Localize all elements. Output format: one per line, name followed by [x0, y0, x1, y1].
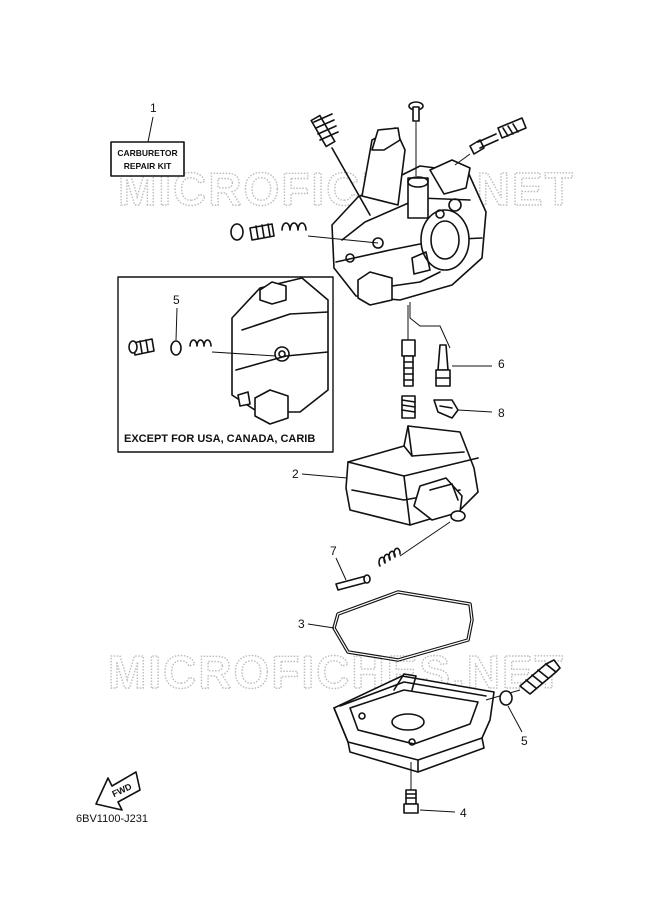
callout-5-inset: 5 — [173, 293, 180, 307]
float-spring — [378, 547, 401, 567]
callout-5-bowl: 5 — [521, 734, 528, 748]
callout-6: 6 — [498, 357, 505, 371]
bowl-o-ring — [499, 690, 513, 706]
callout-3: 3 — [298, 617, 305, 631]
float — [345, 425, 479, 526]
callout-1: 1 — [150, 101, 157, 115]
inset-o-ring — [170, 340, 182, 356]
callout-4: 4 — [460, 806, 467, 820]
carburetor-repair-kit-label: CARBURETOR REPAIR KIT — [110, 141, 185, 177]
inset-box: EXCEPT FOR USA, CANADA, CARIB — [117, 276, 334, 453]
float-chamber — [333, 673, 495, 773]
main-jet-assembly — [401, 339, 416, 419]
drain-bolt — [403, 789, 419, 814]
carburetor-body — [331, 127, 487, 306]
clip — [433, 399, 459, 419]
top-screw — [408, 101, 424, 176]
repair-kit-line1: CARBURETOR — [117, 148, 177, 158]
float-pin — [335, 574, 371, 591]
callout-7: 7 — [330, 544, 337, 558]
repair-kit-line2: REPAIR KIT — [124, 161, 172, 171]
watermark-bottom: MICROFICHES.NET — [108, 646, 565, 698]
pilot-air-screw — [230, 222, 379, 244]
float-chamber-gasket — [332, 590, 474, 662]
fwd-arrow-icon: FWD — [95, 771, 141, 811]
callout-2: 2 — [292, 467, 299, 481]
callout-8: 8 — [498, 406, 505, 420]
throttle-stop-screw — [454, 117, 527, 166]
pilot-screw-top — [310, 113, 371, 216]
needle-valve — [435, 344, 451, 387]
watermark-top: MICROFICHES.NET — [118, 163, 575, 215]
drawing-code: 6BV1100-J231 — [76, 813, 148, 825]
inset-note: EXCEPT FOR USA, CANADA, CARIB — [124, 433, 315, 445]
